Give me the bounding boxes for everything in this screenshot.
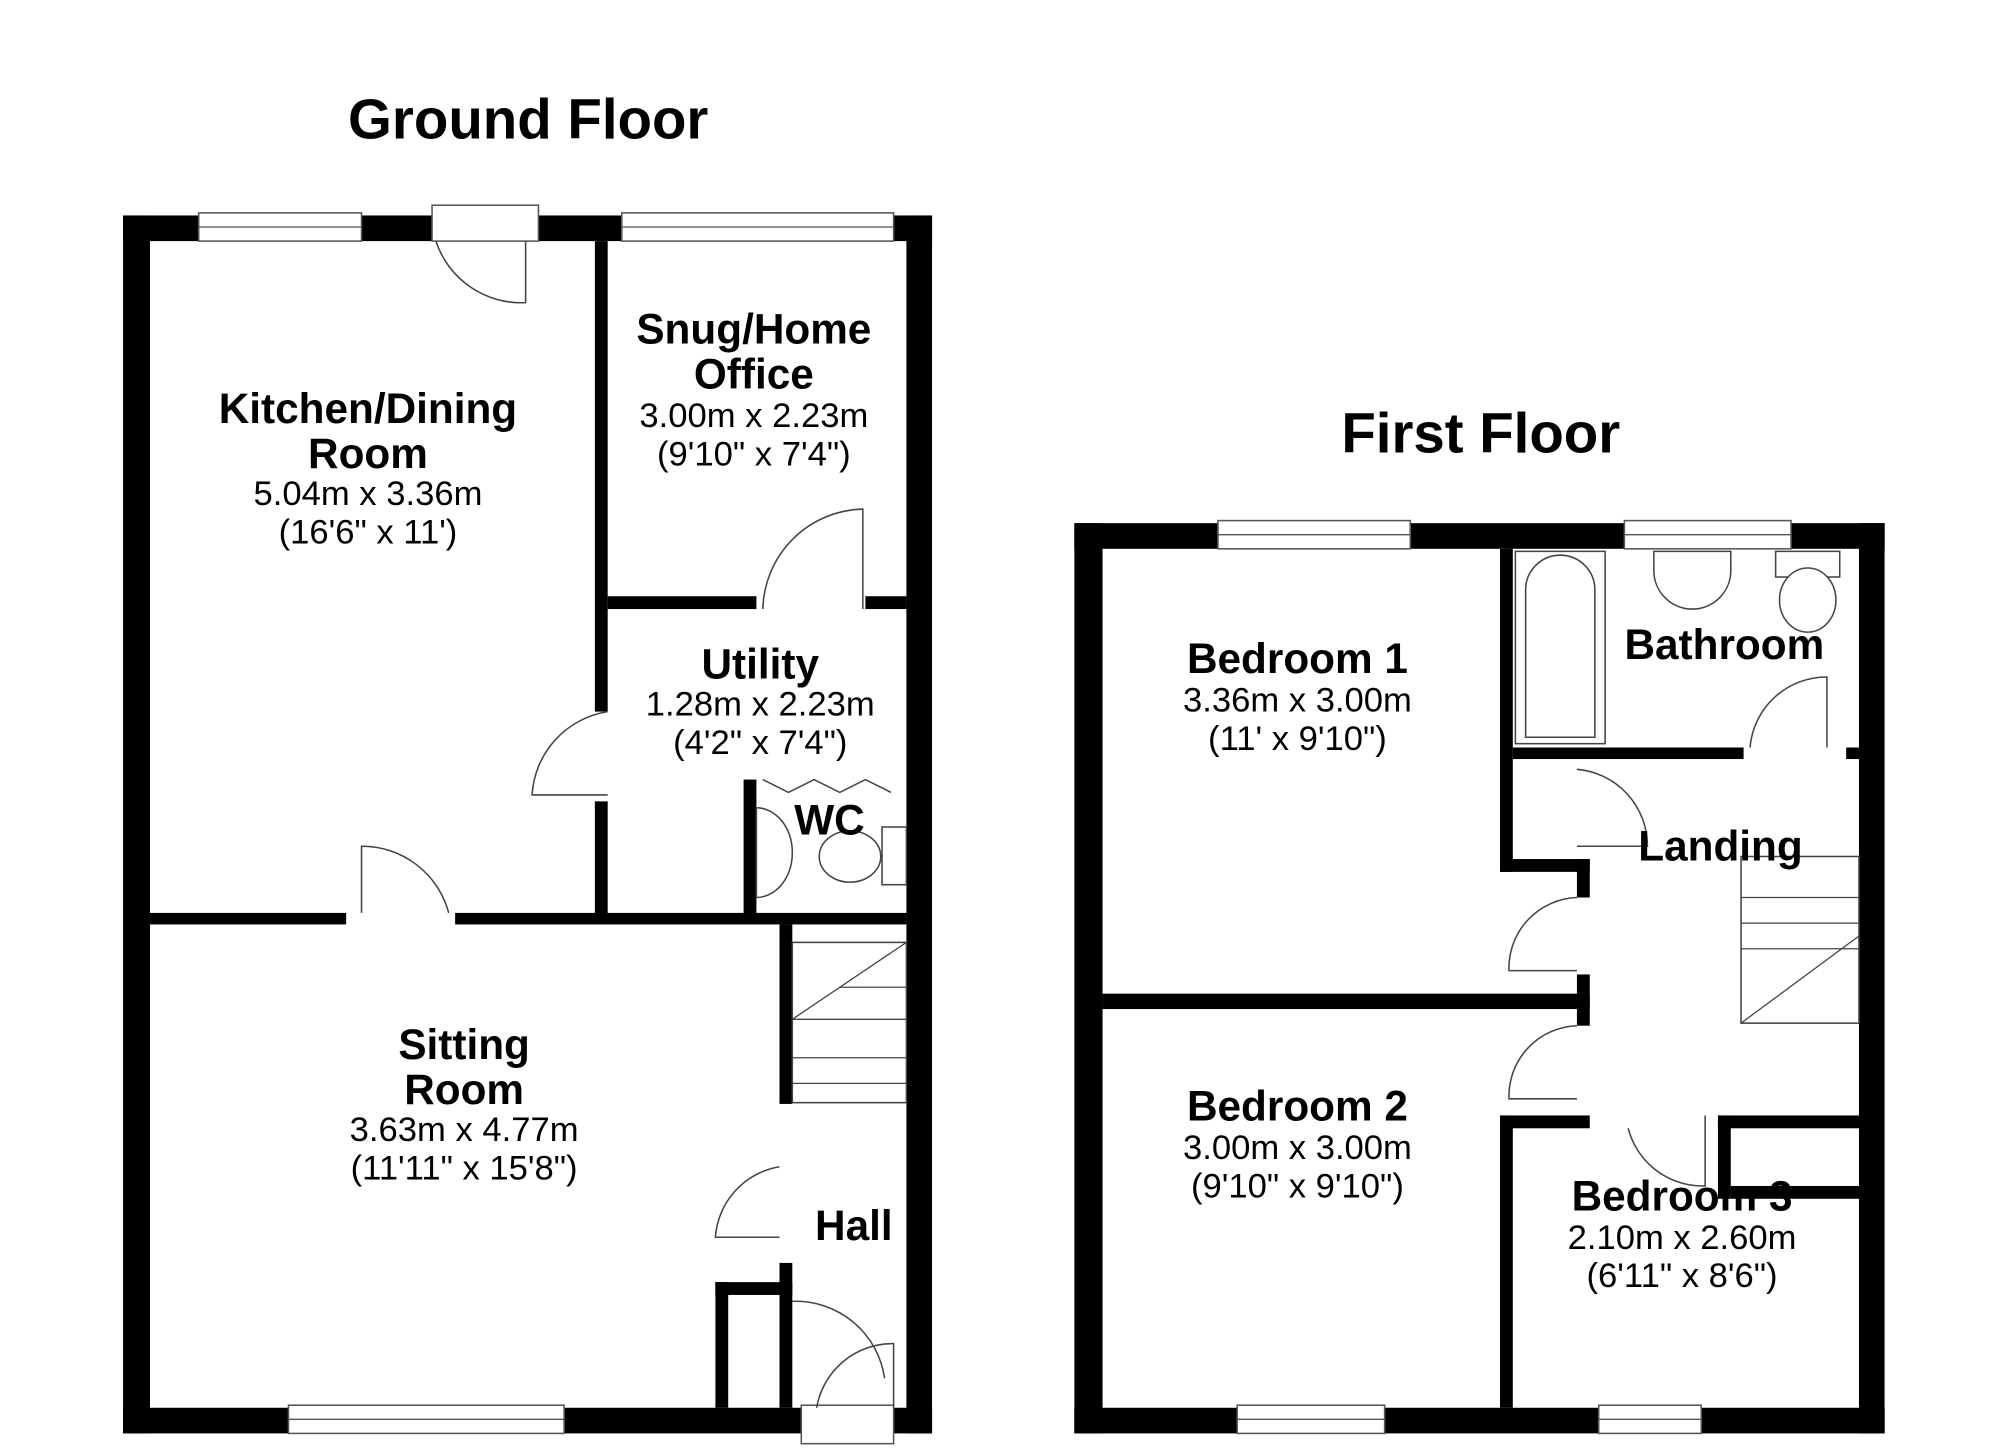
ground-floor-windows xyxy=(197,212,895,1445)
svg-text:Bedroom 3: Bedroom 3 xyxy=(1572,1172,1793,1219)
first-floor-fixtures xyxy=(1514,550,1860,1024)
svg-text:Office: Office xyxy=(694,351,814,398)
svg-text:Utility: Utility xyxy=(702,640,820,687)
room-utility: Utility 1.28m x 2.23m (4'2" x 7'4") xyxy=(646,640,875,762)
room-kitchen-dining: Kitchen/Dining Room 5.04m x 3.36m (16'6"… xyxy=(219,385,517,552)
svg-text:Bedroom 2: Bedroom 2 xyxy=(1187,1083,1408,1130)
bath-icon xyxy=(1514,550,1606,745)
room-hall: Hall xyxy=(815,1202,893,1249)
svg-text:2.10m x 2.60m: 2.10m x 2.60m xyxy=(1568,1219,1797,1257)
first-floor-doors xyxy=(1508,676,1828,1187)
svg-text:Snug/Home: Snug/Home xyxy=(636,306,871,353)
ground-floor-doors xyxy=(360,204,895,1408)
staircase-icon xyxy=(1740,855,1860,1024)
room-landing: Landing xyxy=(1638,822,1802,869)
toilet-icon xyxy=(818,830,882,883)
wc-basin-icon xyxy=(755,806,794,899)
svg-text:(6'11" x 8'6"): (6'11" x 8'6") xyxy=(1587,1257,1778,1295)
svg-text:(4'2" x 7'4"): (4'2" x 7'4") xyxy=(673,724,847,762)
first-floor-windows xyxy=(1217,519,1792,1435)
toilet-icon xyxy=(1774,550,1841,633)
room-bathroom: Bathroom xyxy=(1624,621,1824,668)
svg-text:3.00m x 2.23m: 3.00m x 2.23m xyxy=(639,397,868,435)
svg-text:Room: Room xyxy=(404,1066,524,1113)
svg-text:(11' x 9'10"): (11' x 9'10") xyxy=(1208,720,1387,758)
svg-text:Bedroom 1: Bedroom 1 xyxy=(1187,635,1408,682)
svg-text:3.63m x 4.77m: 3.63m x 4.77m xyxy=(350,1111,579,1149)
svg-text:1.28m x 2.23m: 1.28m x 2.23m xyxy=(646,685,875,723)
svg-text:(9'10" x 7'4"): (9'10" x 7'4") xyxy=(657,435,851,473)
room-bedroom-1: Bedroom 1 3.36m x 3.00m (11' x 9'10") xyxy=(1183,635,1412,758)
svg-text:(11'11" x 15'8"): (11'11" x 15'8") xyxy=(351,1150,578,1188)
room-bedroom-3: Bedroom 3 2.10m x 2.60m (6'11" x 8'6") xyxy=(1568,1172,1797,1295)
svg-text:3.36m x 3.00m: 3.36m x 3.00m xyxy=(1183,682,1412,720)
svg-text:(9'10" x 9'10"): (9'10" x 9'10") xyxy=(1191,1168,1404,1206)
ground-floor-fixtures xyxy=(755,806,908,1104)
room-wc: WC xyxy=(794,797,864,844)
room-sitting-room: Sitting Room 3.63m x 4.77m (11'11" x 15'… xyxy=(350,1021,579,1188)
room-bedroom-2: Bedroom 2 3.00m x 3.00m (9'10" x 9'10") xyxy=(1183,1083,1412,1206)
room-snug-home-office: Snug/Home Office 3.00m x 2.23m (9'10" x … xyxy=(636,306,871,474)
svg-text:Room: Room xyxy=(308,430,428,477)
svg-text:5.04m x 3.36m: 5.04m x 3.36m xyxy=(253,475,482,513)
basin-icon xyxy=(1653,550,1732,610)
svg-text:3.00m x 3.00m: 3.00m x 3.00m xyxy=(1183,1129,1412,1167)
svg-text:(16'6" x 11'): (16'6" x 11') xyxy=(279,514,458,552)
ground-floor-title: Ground Floor xyxy=(348,88,708,151)
staircase-icon xyxy=(791,941,908,1104)
first-floor-title: First Floor xyxy=(1341,402,1620,465)
svg-text:Kitchen/Dining: Kitchen/Dining xyxy=(219,385,517,432)
svg-text:Sitting: Sitting xyxy=(398,1021,530,1068)
